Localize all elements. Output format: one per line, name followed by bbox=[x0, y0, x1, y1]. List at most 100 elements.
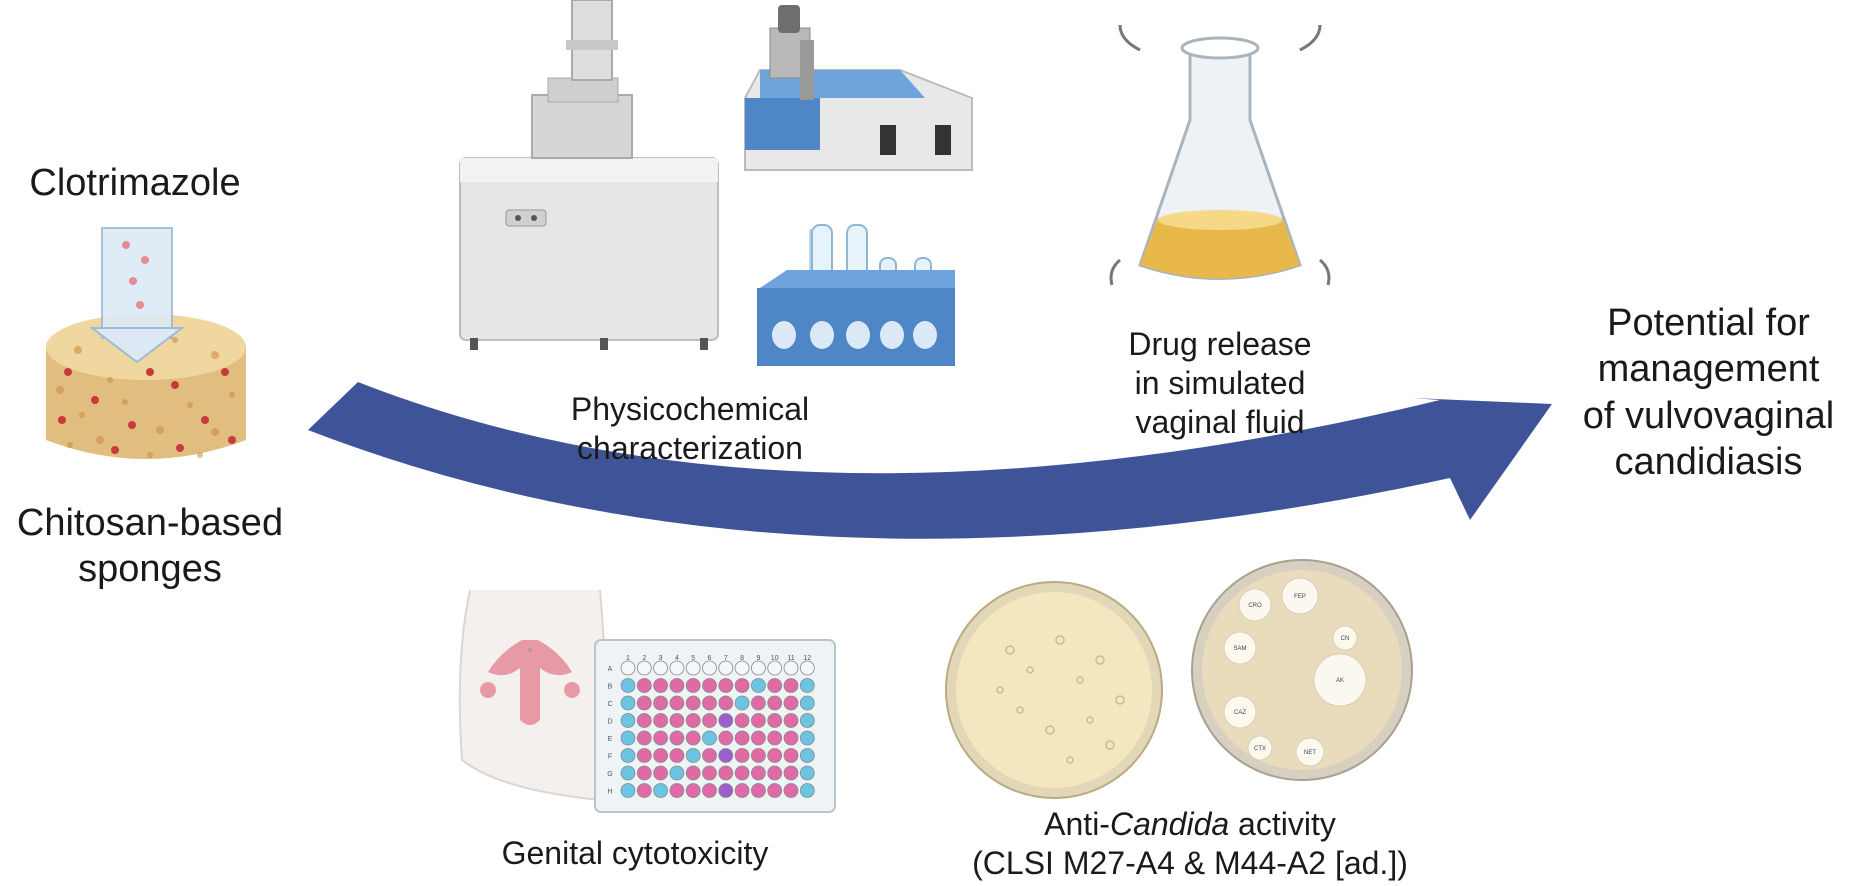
plate-well bbox=[685, 783, 701, 798]
plate-well bbox=[653, 713, 668, 728]
plate-well bbox=[669, 730, 685, 746]
plate-well bbox=[653, 748, 668, 763]
label-potential-line2: management bbox=[1597, 348, 1820, 391]
label-drug-release: Drug release in simulated vaginal fluid bbox=[1100, 325, 1340, 442]
label-anticandida-line2: (CLSI M27-A4 & M44-A2 [ad.]) bbox=[972, 845, 1408, 882]
label-sponges: Chitosan-based sponges bbox=[0, 500, 300, 593]
process-arrow bbox=[308, 382, 1552, 539]
antibiotic-disk bbox=[1247, 735, 1273, 761]
plate-well bbox=[636, 748, 652, 763]
plate-well bbox=[718, 783, 734, 798]
spectrometer-icon bbox=[744, 5, 973, 171]
plate-well bbox=[669, 783, 685, 798]
plate-well bbox=[669, 678, 685, 693]
plate-well bbox=[620, 660, 636, 676]
label-potential-line1: Potential for bbox=[1607, 302, 1810, 344]
label-drug-release-line2: in simulated bbox=[1134, 365, 1306, 402]
plate-well bbox=[620, 713, 636, 728]
plate-well bbox=[783, 695, 799, 711]
plate-well bbox=[751, 660, 766, 676]
plate-well bbox=[702, 748, 717, 763]
plate-well bbox=[653, 695, 668, 711]
label-physicochemical-line1: Physicochemical bbox=[570, 391, 810, 427]
plate-well bbox=[718, 730, 734, 746]
plate-row-label: D bbox=[607, 719, 612, 726]
antibiotic-disk bbox=[1238, 588, 1272, 622]
plate-well bbox=[767, 660, 783, 676]
plate-well bbox=[653, 660, 668, 676]
plate-row-label: F bbox=[608, 754, 612, 761]
plate-well bbox=[783, 765, 799, 781]
plate-well bbox=[751, 713, 766, 728]
plate-well bbox=[620, 695, 636, 711]
plate-well bbox=[636, 695, 652, 711]
plate-well bbox=[751, 783, 766, 798]
plate-well bbox=[718, 660, 734, 676]
plate-well bbox=[783, 783, 799, 798]
antibiotic-disk bbox=[1223, 631, 1257, 665]
antibiotic-disk-label: CAZ bbox=[1234, 710, 1246, 716]
label-potential-line3: of vulvovaginal bbox=[1582, 394, 1835, 437]
plate-well bbox=[685, 713, 701, 728]
plate-well bbox=[718, 678, 734, 693]
plate-well bbox=[767, 695, 783, 711]
flask-icon bbox=[1109, 24, 1331, 286]
antibiotic-disk-label: CRO bbox=[1248, 603, 1262, 609]
plate-well bbox=[702, 678, 717, 693]
plate-well bbox=[702, 783, 717, 798]
plate-row-label: B bbox=[608, 684, 613, 691]
plate-well bbox=[734, 783, 750, 798]
label-anticandida-italic: Candida bbox=[1109, 806, 1230, 842]
plate-well bbox=[751, 765, 766, 781]
antibiotic-disk bbox=[1295, 737, 1325, 767]
antibiotic-disk-label: SAM bbox=[1233, 646, 1246, 652]
plate-well bbox=[734, 748, 750, 763]
label-potential-line4: candidiasis bbox=[1614, 441, 1803, 484]
petri-dish-colonies-icon bbox=[945, 581, 1163, 799]
label-physicochemical: Physicochemical characterization bbox=[540, 390, 840, 468]
uterus-icon bbox=[458, 589, 606, 802]
plate-well bbox=[702, 713, 717, 728]
plate-well bbox=[702, 695, 717, 711]
antibiotic-disk-label: FEP bbox=[1294, 594, 1306, 600]
plate-well bbox=[685, 765, 701, 781]
antibiotic-disk-label: NET bbox=[1304, 750, 1316, 756]
plate-well bbox=[653, 730, 668, 746]
plate-well bbox=[702, 730, 717, 746]
plate-well bbox=[734, 765, 750, 781]
plate-well bbox=[799, 748, 815, 763]
label-drug-release-line3: vaginal fluid bbox=[1135, 404, 1305, 441]
plate-well bbox=[669, 660, 685, 676]
sponge-icon bbox=[46, 227, 246, 459]
plate-well bbox=[718, 695, 734, 711]
antibiotic-disk bbox=[1281, 577, 1319, 615]
label-sponges-line2: sponges bbox=[78, 548, 222, 591]
plate-well bbox=[799, 660, 815, 676]
plate-well bbox=[685, 678, 701, 693]
plate-well bbox=[685, 695, 701, 711]
plate-row-label: E bbox=[608, 736, 613, 743]
plate-well bbox=[620, 730, 636, 746]
plate-well bbox=[783, 660, 799, 676]
plate-well bbox=[718, 748, 734, 763]
plate-well bbox=[734, 660, 750, 676]
plate-well bbox=[767, 678, 783, 693]
plate-well bbox=[620, 765, 636, 781]
plate-well bbox=[767, 730, 783, 746]
plate-well bbox=[620, 678, 636, 693]
plate-well bbox=[799, 783, 815, 798]
plate-column-label: 5 bbox=[691, 655, 695, 662]
plate-well bbox=[799, 695, 815, 711]
plate-well bbox=[734, 695, 750, 711]
plate-column-label: 4 bbox=[675, 655, 679, 662]
antibiotic-disk bbox=[1332, 625, 1358, 651]
plate-well bbox=[636, 660, 652, 676]
plate-well bbox=[783, 678, 799, 693]
plate-row-label: H bbox=[607, 789, 612, 796]
plate-well bbox=[734, 678, 750, 693]
plate-well bbox=[799, 765, 815, 781]
antibiotic-disk bbox=[1223, 695, 1257, 729]
plate-column-label: 6 bbox=[708, 655, 712, 662]
